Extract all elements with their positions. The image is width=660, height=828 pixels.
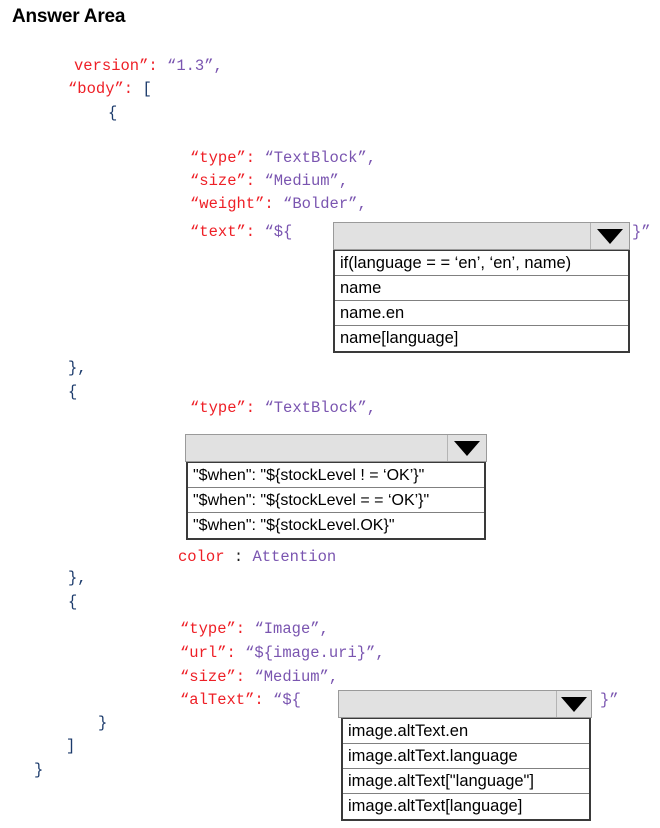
code-line-b2-type: “type”: “TextBlock”, [190,400,376,417]
space-5 [274,195,283,213]
json-key-type-3: “type”: [180,620,246,638]
json-key-alttext: “alText”: [180,691,264,709]
json-value-size-1: “Medium”, [264,172,349,190]
brace-close-1: }, [68,359,87,377]
dropdown-option[interactable]: image.altText["language"] [343,769,589,794]
json-value-type-3: “Image”, [254,620,329,638]
space-13 [264,691,273,709]
dropdown-option[interactable]: image.altText.language [343,744,589,769]
space-11 [236,644,245,662]
brace-close-root: } [34,761,44,779]
json-key-weight-1: “weight”: [190,195,274,213]
dropdown-alttext-expression-toggle[interactable] [556,691,591,717]
json-key-size-1: “size”: [190,172,256,190]
code-line-b3-size: “size”: “Medium”, [180,669,338,686]
code-line-b3-type: “type”: “Image”, [180,621,329,638]
json-key-text-1: “text”: [190,223,256,241]
code-line-b1-text: “text”: “${ [190,224,292,241]
space-1 [158,57,167,75]
json-value-alttext-prefix: “${ [273,691,301,709]
chevron-down-icon [561,696,587,712]
space-8 [225,548,234,566]
json-value-color: Attention [252,548,337,566]
json-value-text-suffix: }” [632,223,651,241]
code-line-b1-weight: “weight”: “Bolder”, [190,196,367,213]
dropdown-when-expression-toggle[interactable] [447,435,486,461]
chevron-down-icon [454,440,480,456]
json-key-url: “url”: [180,644,236,662]
dropdown-when-expression[interactable]: "$when": "${stockLevel ! = ‘OK’}" "$when… [185,434,487,540]
dropdown-option[interactable]: name [335,276,628,301]
brace-open-2: { [68,383,78,401]
dropdown-option[interactable]: name[language] [335,326,628,351]
json-value-text-prefix: “${ [264,223,293,241]
code-line-b2-color: color : Attention [178,549,336,566]
brace-open-3: { [68,593,78,611]
dropdown-when-expression-list[interactable]: "$when": "${stockLevel ! = ‘OK’}" "$when… [186,461,486,540]
json-value-type-2: “TextBlock”, [264,399,377,417]
dropdown-text-expression-select[interactable] [333,222,630,250]
code-line-b3-url: “url”: “${image.uri}”, [180,645,385,662]
dropdown-option[interactable]: name.en [335,301,628,326]
brace-close-2: }, [68,569,87,587]
json-value-weight-1: “Bolder”, [283,195,367,213]
brace-open-1: { [108,104,118,122]
dropdown-option[interactable]: image.altText[language] [343,794,589,819]
code-line-b1-size: “size”: “Medium”, [190,173,348,190]
page-title: Answer Area [12,6,126,27]
bracket-close: ] [66,737,76,755]
brace-close-3: } [98,714,108,732]
dropdown-text-expression-toggle[interactable] [590,223,629,249]
dropdown-option[interactable]: "$when": "${stockLevel = = ‘OK’}" [188,488,484,513]
chevron-down-icon [597,228,623,244]
json-key-size-3: “size”: [180,668,246,686]
code-line-b1-type: “type”: “TextBlock”, [190,150,376,167]
dropdown-text-expression-list[interactable]: if(language = = ‘en’, ‘en’, name) name n… [333,249,630,353]
dropdown-alttext-expression[interactable]: image.altText.en image.altText.language … [338,690,592,821]
json-key-type-2: “type”: [190,399,256,417]
json-key-type-1: “type”: [190,149,256,167]
json-value-alttext-suffix: }” [600,691,619,709]
dropdown-option[interactable]: "$when": "${stockLevel.OK}" [188,513,484,538]
code-line-body: “body”: [ [68,81,152,98]
dropdown-option[interactable]: if(language = = ‘en’, ‘en’, name) [335,251,628,276]
json-value-version: “1.3”, [167,57,223,75]
dropdown-alttext-expression-select[interactable] [338,690,592,718]
json-value-size-3: “Medium”, [254,668,339,686]
dropdown-option[interactable]: "$when": "${stockLevel ! = ‘OK’}" [188,463,484,488]
code-line-version: version”: “1.3”, [74,58,223,75]
json-value-url: “${image.uri}”, [245,644,385,662]
json-key-version: version”: [74,57,158,75]
json-bracket-open: [ [142,80,152,98]
dropdown-option[interactable]: image.altText.en [343,719,589,744]
json-key-body: “body”: [68,80,134,98]
dropdown-text-expression[interactable]: if(language = = ‘en’, ‘en’, name) name n… [333,222,630,353]
json-colon-color: : [233,548,244,566]
json-key-color: color [178,548,225,566]
json-value-type-1: “TextBlock”, [264,149,377,167]
dropdown-when-expression-select[interactable] [185,434,487,462]
code-line-b3-alttext: “alText”: “${ [180,692,301,709]
dropdown-alttext-expression-list[interactable]: image.altText.en image.altText.language … [341,717,591,821]
